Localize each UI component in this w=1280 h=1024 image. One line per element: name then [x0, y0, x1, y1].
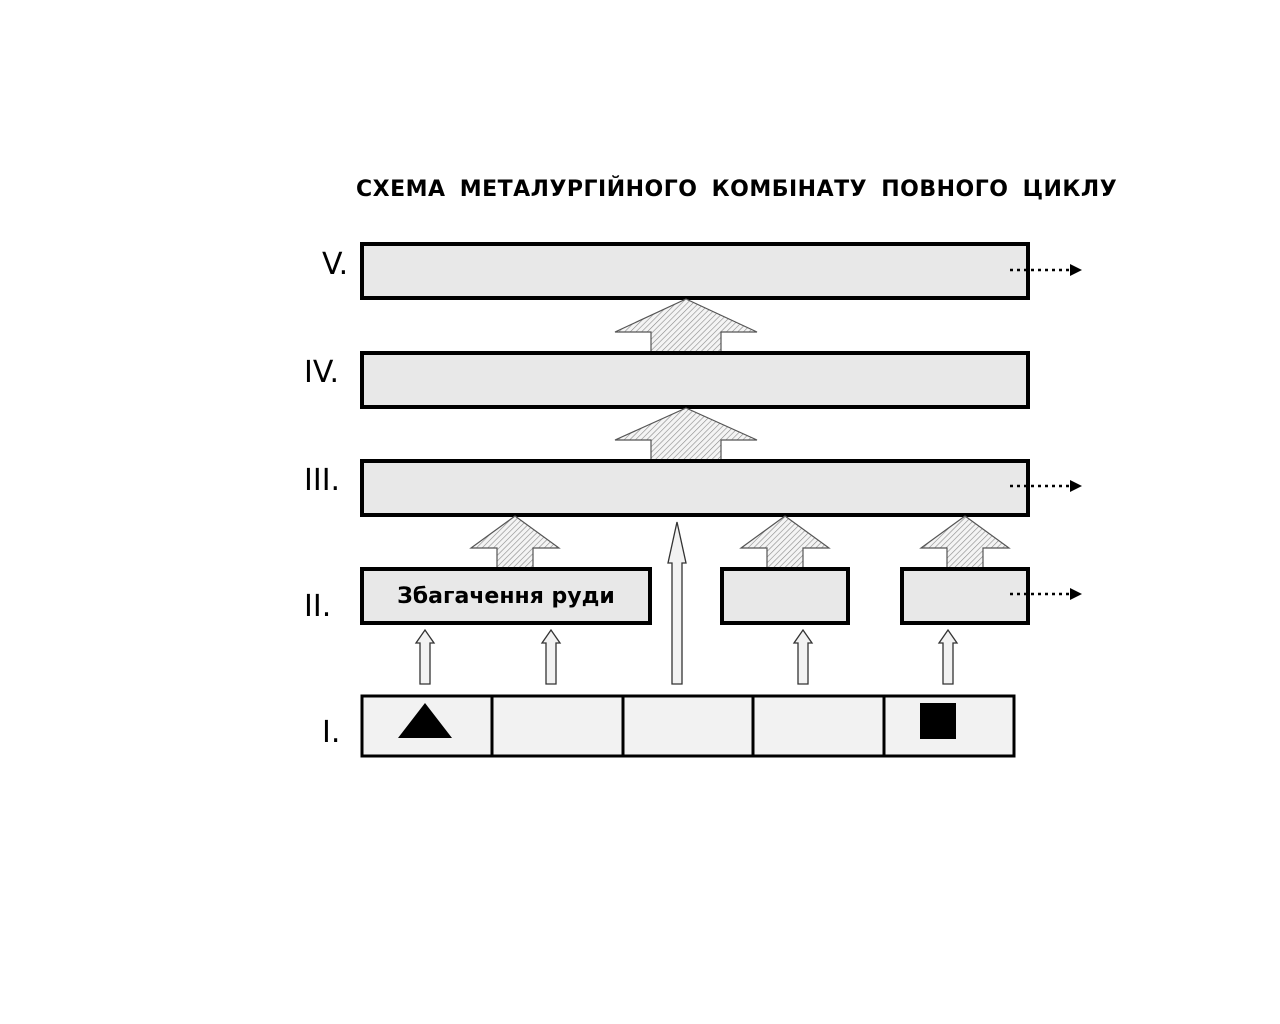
hatched-arrow-iv-to-v: [614, 298, 758, 354]
level-iii-band: [360, 459, 1030, 517]
level-iv-band: [360, 351, 1030, 409]
square-icon: [920, 703, 956, 739]
level-label-ii: II.: [304, 589, 331, 624]
level-label-iii: III.: [304, 463, 340, 498]
level-label-v: V.: [322, 247, 348, 282]
thin-arrow-cell-1b-to-ii: [540, 628, 562, 685]
hatched-arrow-ii-right-to-iii: [919, 515, 1011, 570]
long-arrow-i-to-iii: [667, 521, 687, 685]
hatched-arrow-ii-middle-to-iii: [739, 515, 831, 570]
diagram-title: СХЕМА МЕТАЛУРГІЙНОГО КОМБІНАТУ ПОВНОГО Ц…: [356, 176, 1117, 202]
level-v-band: [360, 242, 1030, 300]
hatched-arrow-ii-left-to-iii: [469, 515, 561, 570]
dotted-output-arrow-ii: [1010, 588, 1082, 600]
dotted-output-arrow-iii: [1010, 480, 1082, 492]
thin-arrow-cell-5-to-ii: [937, 628, 959, 685]
level-label-iv: IV.: [304, 355, 339, 390]
level-label-i: I.: [322, 715, 340, 750]
thin-arrow-cell-1a-to-ii: [414, 628, 436, 685]
thin-arrow-cell-4-to-ii: [792, 628, 814, 685]
hatched-arrow-iii-to-iv: [614, 407, 758, 462]
level-ii-middle-box: [720, 567, 850, 625]
level-i-cell-2: [490, 694, 625, 758]
level-i-cell-4: [751, 694, 886, 758]
level-ii-ore-enrichment-box: [360, 567, 652, 625]
level-i-cell-3: [621, 694, 755, 758]
ore-enrichment-label: Збагачення руди: [397, 584, 615, 609]
dotted-output-arrow-v: [1010, 264, 1082, 276]
triangle-icon: [398, 703, 452, 738]
level-ii-right-box: [900, 567, 1030, 625]
